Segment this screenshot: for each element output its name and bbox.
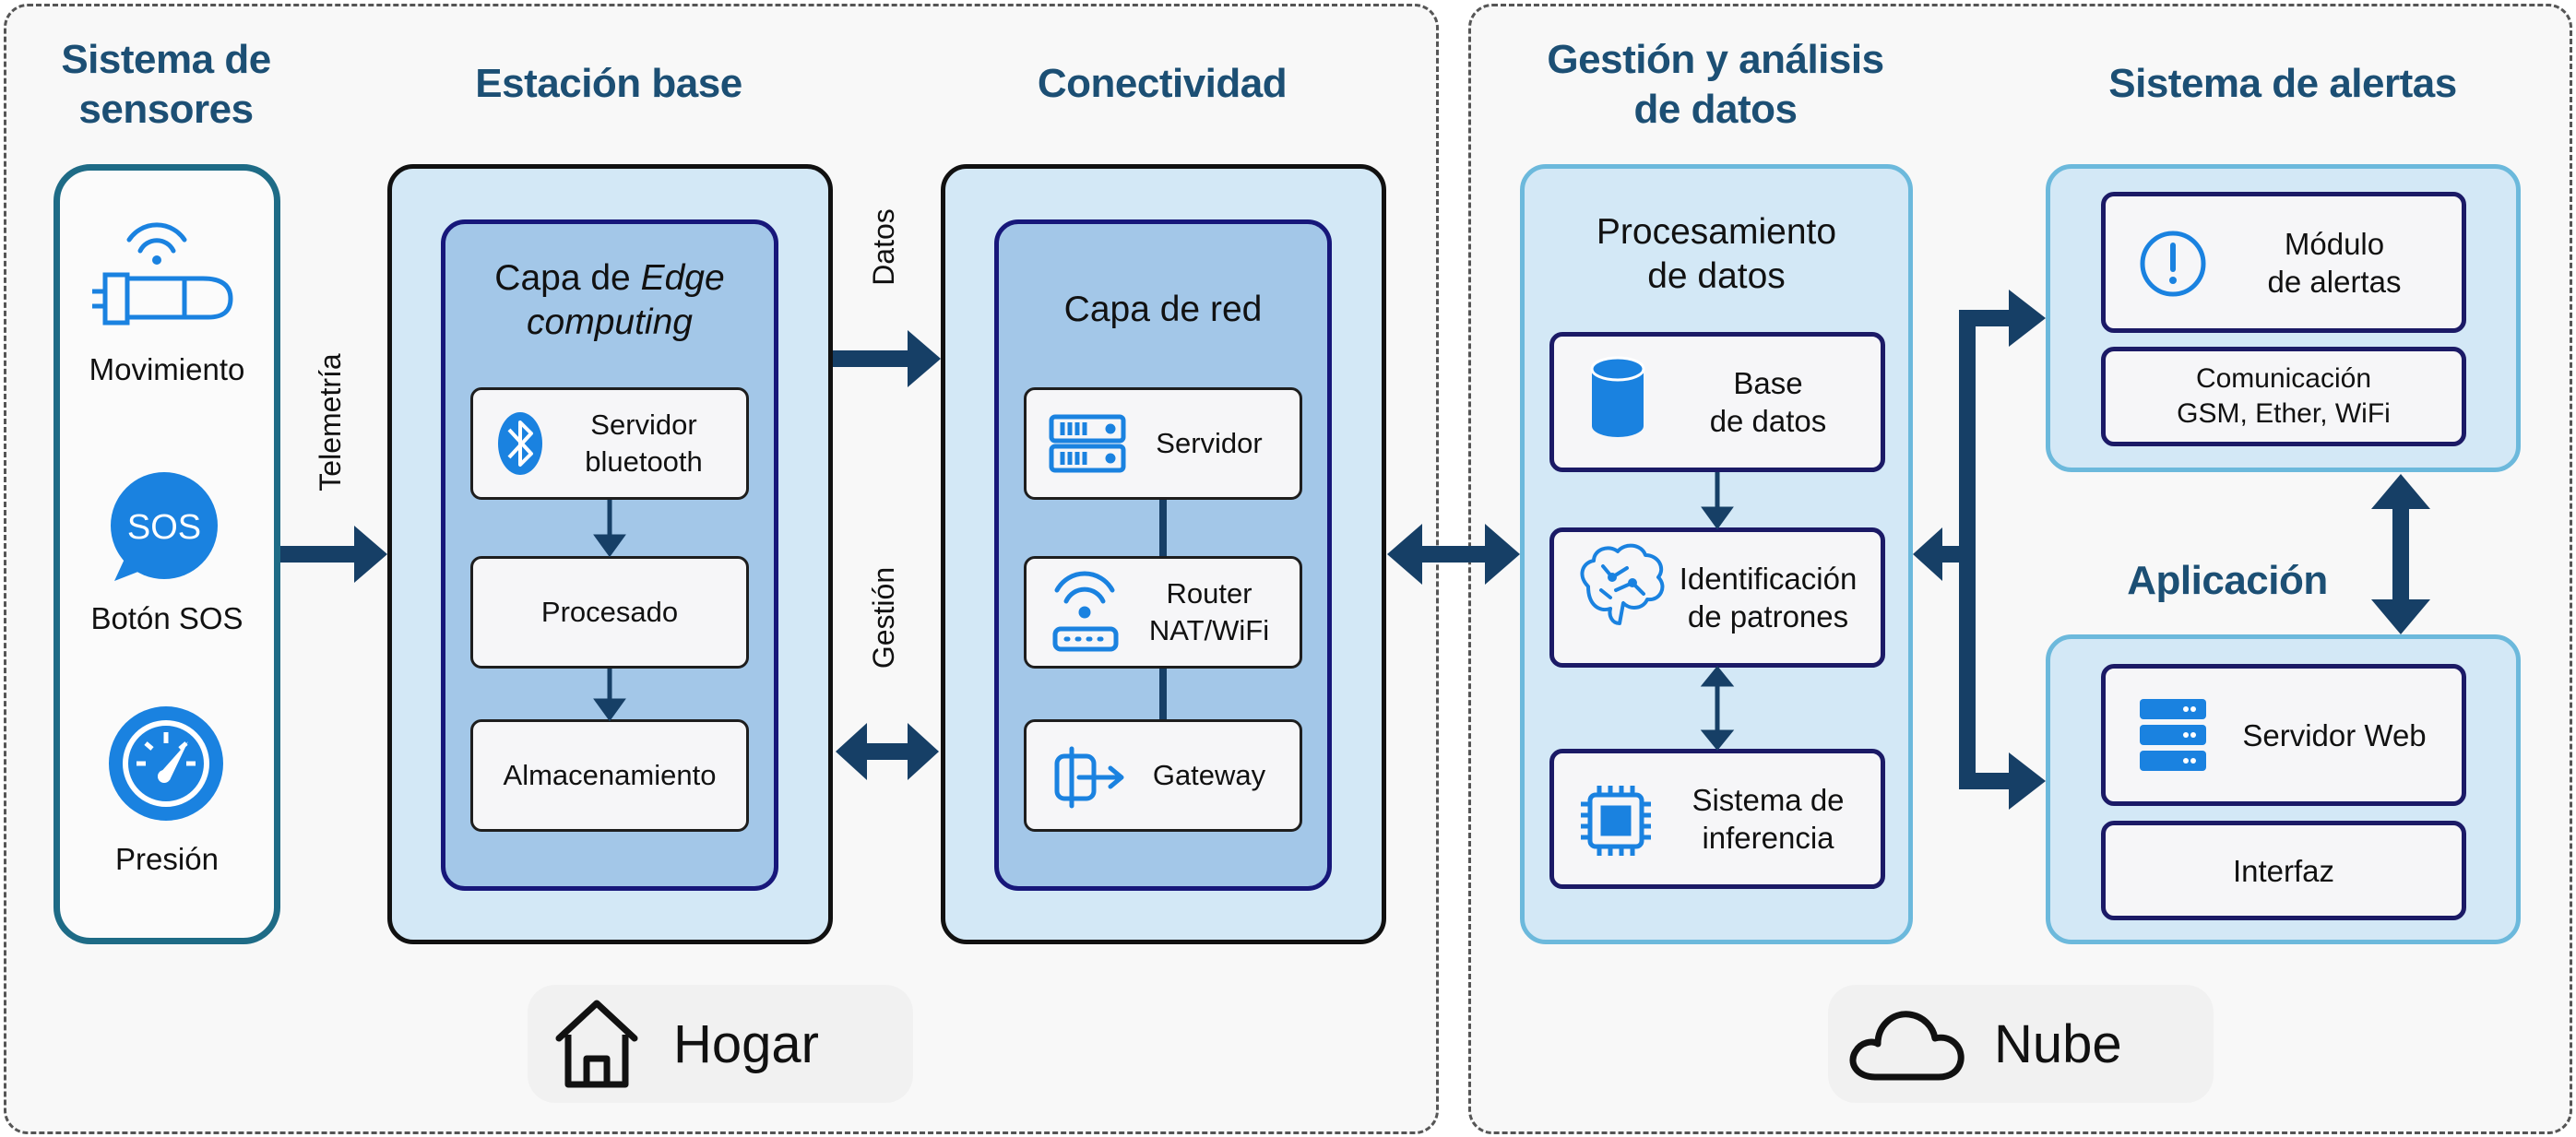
database-icon [1590,356,1645,437]
server-icon [1049,414,1126,473]
estacion-title: Estación base [475,61,742,106]
nube-label: Nube [1994,1013,2122,1074]
sos-chat-icon: SOS [111,472,218,581]
interfaz-card: Interfaz [2101,821,2466,920]
almacenamiento-card: Almacenamiento [470,719,749,832]
wrist-sensor-icon [92,222,233,326]
procesado-card: Procesado [470,556,749,669]
conectividad-title: Conectividad [1037,61,1288,106]
datos-arrow [833,330,941,387]
edge-title: Capa de Edge computing [494,258,725,342]
branch-arrows [1913,290,2046,810]
alert-icon [2140,231,2206,297]
house-icon [555,1000,638,1088]
red-title: Capa de red [1063,290,1263,329]
nube-pill: Nube [1828,985,2214,1103]
movimiento-label: Movimiento [89,352,245,386]
edge-internal-arrows [593,500,626,722]
cloud-icon [1849,1011,1965,1081]
bluetooth-icon [498,412,542,475]
wifi-router-icon [1052,571,1119,652]
brain-icon [1580,543,1665,625]
server-stack-icon [2140,699,2206,771]
hogar-pill: Hogar [528,985,913,1103]
alertas-aplicacion-arrow [2371,474,2430,634]
presion-label: Presión [115,842,219,876]
aplicacion-title: Aplicación [2127,558,2328,603]
gestion-arrow [836,723,939,780]
boton-sos-label: Botón SOS [90,601,243,635]
hogar-nube-arrow [1387,524,1520,585]
telemetria-arrow [280,526,387,583]
alertas-title: Sistema de alertas [2108,61,2457,106]
servidor-card: Servidor [1024,387,1302,500]
gauge-icon [109,706,223,821]
sos-badge-text: SOS [127,508,201,547]
gateway-icon [1054,746,1124,809]
chip-icon [1581,786,1651,856]
hogar-label: Hogar [673,1013,819,1074]
procesamiento-internal-arrows [1700,472,1735,751]
